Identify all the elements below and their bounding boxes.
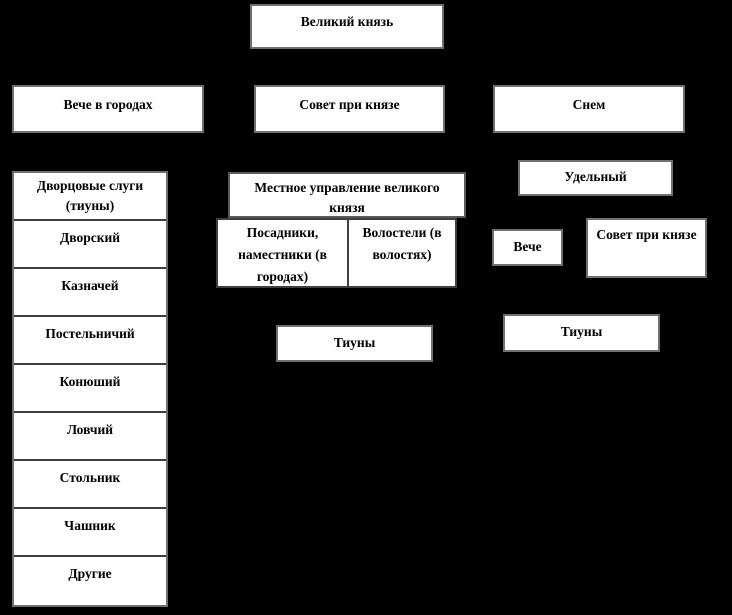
box-postelnichy: Постельничий xyxy=(14,317,166,365)
box-konyushy-label: Конюший xyxy=(59,374,121,389)
box-udelny: Удельный xyxy=(518,160,673,196)
box-snem-label: Снем xyxy=(572,97,606,112)
box-dvorsky: Дворский xyxy=(14,221,166,269)
box-kaznachey: Казначей xyxy=(14,269,166,317)
box-council-grand-prince-label: Совет при князе xyxy=(299,97,400,112)
box-grand-prince: Великий князь xyxy=(250,4,444,49)
box-posadniki: Посадники, наместники (в городах) xyxy=(218,220,349,286)
box-local-admin: Местное управление великого князя xyxy=(228,172,466,218)
box-council-grand-prince: Совет при князе xyxy=(254,85,445,133)
box-veche-udel-label: Вече xyxy=(513,239,542,254)
box-palace-servants-header: Дворцовые слуги (тиуны) xyxy=(14,173,166,221)
box-konyushy: Конюший xyxy=(14,365,166,413)
box-dvorsky-label: Дворский xyxy=(59,230,121,245)
box-council-udel-prince: Совет при князе xyxy=(586,218,707,278)
box-grand-prince-label: Великий князь xyxy=(300,14,394,29)
box-veche-udel: Вече xyxy=(492,229,563,266)
box-palace-servants-header-label: Дворцовые слуги (тиуны) xyxy=(36,178,144,213)
box-veche-cities: Вече в городах xyxy=(12,85,204,133)
box-drugie: Другие xyxy=(14,557,166,605)
box-drugie-label: Другие xyxy=(68,566,112,581)
box-volosteli: Волостели (в волостях) xyxy=(349,220,455,286)
box-postelnichy-label: Постельничий xyxy=(45,326,135,341)
box-tiuny-center: Тиуны xyxy=(276,325,433,362)
box-chashnik-label: Чашник xyxy=(64,518,116,533)
box-udelny-label: Удельный xyxy=(564,169,627,184)
box-posadniki-label: Посадники, наместники (в городах) xyxy=(238,225,327,284)
box-tiuny-udel-label: Тиуны xyxy=(560,324,603,339)
box-veche-cities-label: Вече в городах xyxy=(63,97,153,112)
palace-servants-column: Дворцовые слуги (тиуны) Дворский Казначе… xyxy=(12,171,168,607)
box-snem: Снем xyxy=(493,85,685,133)
box-council-udel-prince-label: Совет при князе xyxy=(596,227,697,242)
box-chashnik: Чашник xyxy=(14,509,166,557)
box-tiuny-center-label: Тиуны xyxy=(333,335,376,350)
box-tiuny-udel: Тиуны xyxy=(503,314,660,352)
box-local-admin-label: Местное управление великого князя xyxy=(254,180,440,215)
box-stolnik-label: Стольник xyxy=(59,470,121,485)
box-kaznachey-label: Казначей xyxy=(61,278,119,293)
box-lovchy: Ловчий xyxy=(14,413,166,461)
box-lovchy-label: Ловчий xyxy=(66,422,114,437)
local-admin-subrow: Посадники, наместники (в городах) Волост… xyxy=(216,218,457,288)
box-volosteli-label: Волостели (в волостях) xyxy=(362,225,442,262)
box-stolnik: Стольник xyxy=(14,461,166,509)
